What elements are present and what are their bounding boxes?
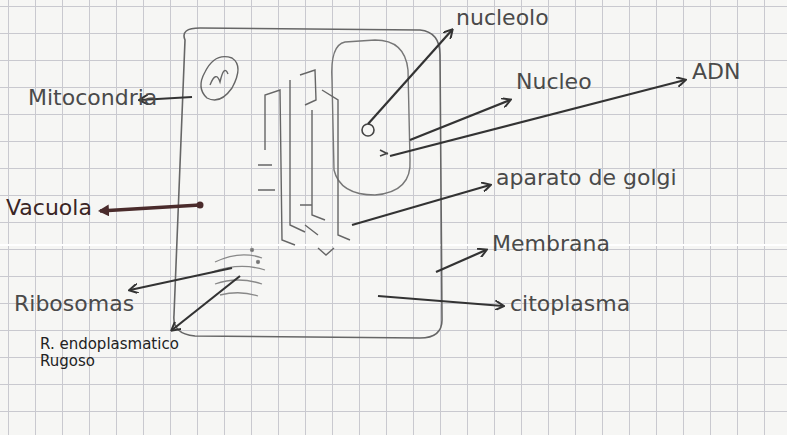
mitochondrion <box>201 57 238 100</box>
golgi-apparatus <box>258 70 350 255</box>
nucleolus <box>362 124 374 136</box>
organelle-label: nucleolo <box>456 6 549 30</box>
organelle-label: Ribosomas <box>14 292 134 316</box>
nucleus <box>332 40 410 195</box>
leader-arrows <box>100 30 685 330</box>
organelle-label: Membrana <box>492 232 610 256</box>
organelle-label: ADN <box>692 60 740 84</box>
rough-er <box>212 249 265 297</box>
organelle-label: citoplasma <box>510 292 630 316</box>
paper-fold <box>0 244 787 246</box>
organelle-label: aparato de golgi <box>496 166 677 190</box>
cell-membrane <box>174 28 442 338</box>
organelle-label: Nucleo <box>516 70 592 94</box>
organelle-label: Vacuola <box>6 196 92 220</box>
organelle-label: Mitocondria <box>28 86 157 110</box>
organelle-label: R. endoplasmatico Rugoso <box>40 336 180 369</box>
dna <box>380 150 388 156</box>
